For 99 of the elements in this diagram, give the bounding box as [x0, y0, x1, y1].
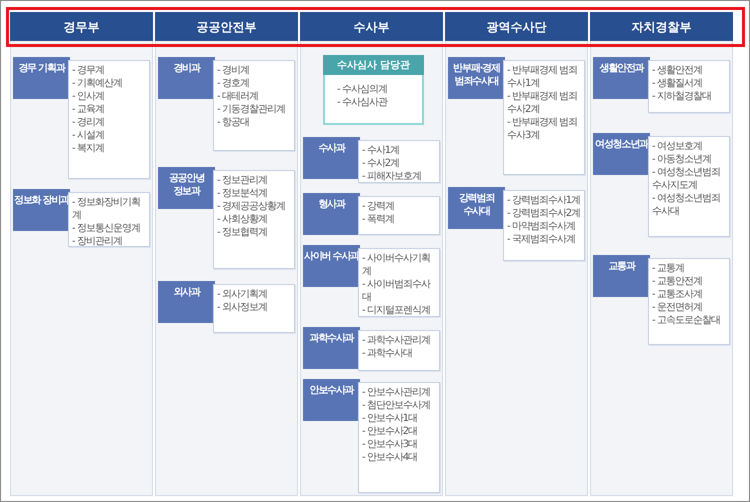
team-list	[213, 60, 295, 151]
team-list	[68, 60, 150, 179]
team-item: - 수사심의계	[337, 83, 388, 96]
team-item: - 장비관리계	[72, 235, 123, 248]
column-header: 자치경찰부	[590, 12, 733, 41]
department-tab: 강력범죄 수사대	[448, 187, 505, 229]
team-list	[358, 330, 440, 371]
team-list	[213, 170, 295, 269]
team-list	[648, 258, 730, 345]
team-item: - 경무계	[72, 64, 105, 77]
team-item: - 강력범죄수사2계	[507, 207, 582, 220]
team-item: - 안보수사3대	[362, 438, 418, 451]
team-list	[358, 382, 440, 493]
team-item: - 경제공공상황계	[217, 200, 286, 213]
team-item: - 국제범죄수사계	[507, 233, 576, 246]
team-item: - 대테러계	[217, 90, 259, 103]
team-item: - 피해자보호계	[362, 170, 422, 183]
team-item: - 인사계	[72, 90, 105, 103]
team-item: - 교통조사계	[652, 288, 703, 301]
team-item: - 외사기획계	[217, 288, 268, 301]
column-panel	[300, 12, 443, 496]
column-header: 경무부	[10, 12, 153, 41]
team-item: - 정보화장비기획계	[72, 196, 141, 222]
department-tab: 수사과	[303, 137, 360, 179]
team-item: - 안보수사4대	[362, 451, 418, 464]
team-item: - 사이버범죄수사대	[362, 278, 432, 304]
team-item: - 기동경찰관리계	[217, 103, 286, 116]
team-item: - 과학수사대	[362, 347, 413, 360]
column-header: 광역수사단	[445, 12, 588, 41]
team-list	[648, 60, 730, 113]
department-tab: 교통과	[593, 255, 650, 297]
team-item: - 폭력계	[362, 213, 395, 226]
team-item: - 반부패경제 범죄수사1계	[507, 64, 578, 90]
team-list	[323, 75, 424, 125]
team-item: - 수사1계	[362, 144, 400, 157]
office-header: 수사심사 담당관	[323, 55, 424, 75]
team-list	[68, 192, 150, 247]
team-item: - 경비계	[217, 64, 250, 77]
team-item: - 수사심사관	[337, 96, 388, 109]
team-item: - 사회상황계	[217, 213, 268, 226]
team-item: - 여성청소년범죄 수사지도계	[652, 166, 721, 192]
team-item: - 안보수사관리계	[362, 386, 431, 399]
department-tab: 공공안녕 정보과	[158, 167, 215, 209]
team-list	[648, 136, 730, 237]
department-tab: 안보수사과	[303, 379, 360, 421]
team-item: - 정보분석계	[217, 187, 268, 200]
team-item: - 안보수사2대	[362, 425, 418, 438]
department-tab: 생활안전과	[593, 57, 650, 99]
team-item: - 교육계	[72, 103, 105, 116]
column-panel	[155, 12, 298, 496]
department-tab: 여성청소년과	[593, 133, 650, 175]
team-list	[358, 140, 440, 183]
team-list	[358, 196, 440, 235]
team-item: - 항공대	[217, 116, 250, 129]
column-panel	[445, 12, 588, 496]
team-item: - 여성청소년범죄 수사대	[652, 192, 721, 218]
department-tab: 경무 기획과	[13, 57, 70, 99]
team-item: - 수사2계	[362, 157, 400, 170]
department-tab: 경비과	[158, 57, 215, 99]
team-item: - 기획예산계	[72, 77, 123, 90]
column-panel	[590, 12, 733, 496]
team-list	[213, 284, 295, 333]
team-item: - 안보수사1대	[362, 412, 418, 425]
team-item: - 강력계	[362, 200, 395, 213]
team-list	[503, 60, 585, 175]
team-item: - 경호계	[217, 77, 250, 90]
team-item: - 지하철경찰대	[652, 90, 712, 103]
team-item: - 사이버수사기획계	[362, 252, 431, 278]
column-header: 공공안전부	[155, 12, 298, 41]
column-panel	[10, 12, 153, 496]
team-item: - 운전면허계	[652, 301, 703, 314]
team-item: - 외사정보계	[217, 301, 268, 314]
team-item: - 과학수사관리계	[362, 334, 431, 347]
department-tab: 반부패·경제 범죄수사대	[448, 57, 505, 99]
team-item: - 경리계	[72, 116, 105, 129]
team-item: - 강력범죄수사1계	[507, 194, 582, 207]
team-item: - 반부패경제 범죄수사3계	[507, 116, 578, 142]
team-list	[503, 190, 585, 261]
department-tab: 외사과	[158, 281, 215, 323]
team-item: - 첨단안보수사계	[362, 399, 431, 412]
team-item: - 여성보호계	[652, 140, 703, 153]
team-item: - 교통안전계	[652, 275, 703, 288]
team-item: - 시설계	[72, 129, 105, 142]
team-list	[358, 248, 440, 317]
team-item: - 마약범죄수사계	[507, 220, 576, 233]
team-item: - 교통계	[652, 262, 685, 275]
team-item: - 생활질서계	[652, 77, 703, 90]
team-item: - 반부패경제 범죄수사2계	[507, 90, 578, 116]
team-item: - 정보통신운영계	[72, 222, 141, 235]
team-item: - 디지털포렌식계	[362, 304, 431, 317]
team-item: - 복지계	[72, 142, 105, 155]
team-item: - 정보관리계	[217, 174, 268, 187]
department-tab: 과학수사과	[303, 327, 360, 369]
column-header: 수사부	[300, 12, 443, 41]
team-item: - 고속도로순찰대	[652, 314, 721, 327]
team-item: - 정보협력계	[217, 226, 268, 239]
department-tab: 형사과	[303, 193, 360, 235]
team-item: - 생활안전계	[652, 64, 703, 77]
team-item: - 아동청소년계	[652, 153, 712, 166]
